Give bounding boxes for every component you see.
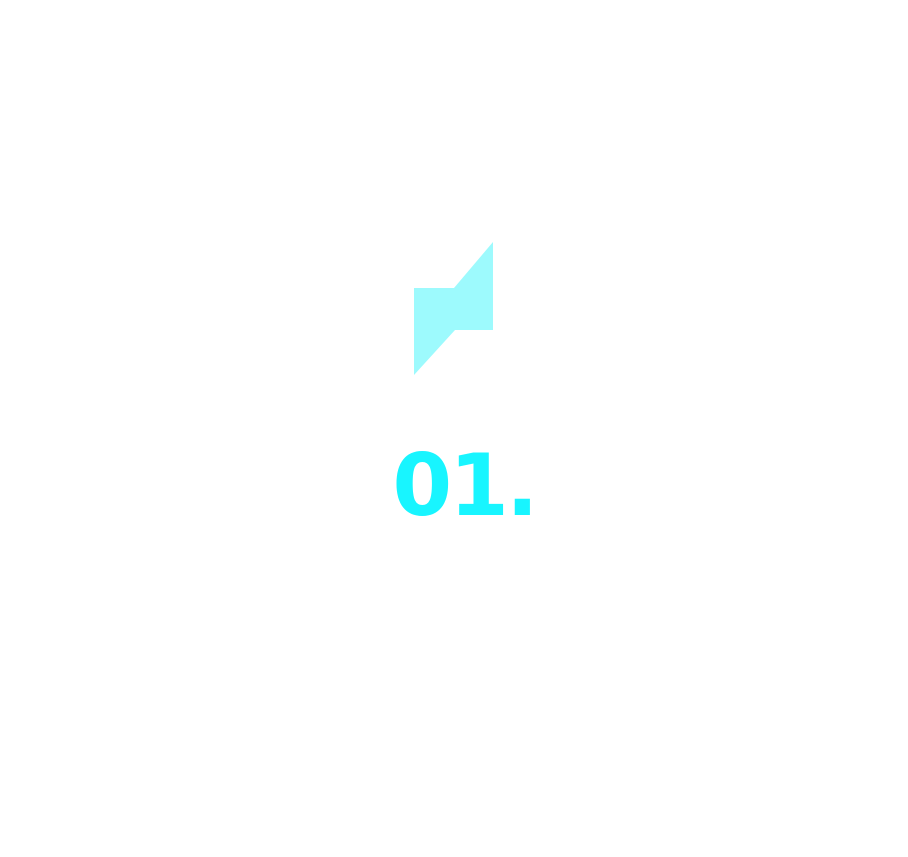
flag-mark-logo-shape [414,242,493,375]
flag-mark-logo-svg [414,242,493,375]
step-number-label: 01. [392,436,538,536]
step-number: 01. [0,443,908,529]
flag-mark-logo [412,240,496,378]
